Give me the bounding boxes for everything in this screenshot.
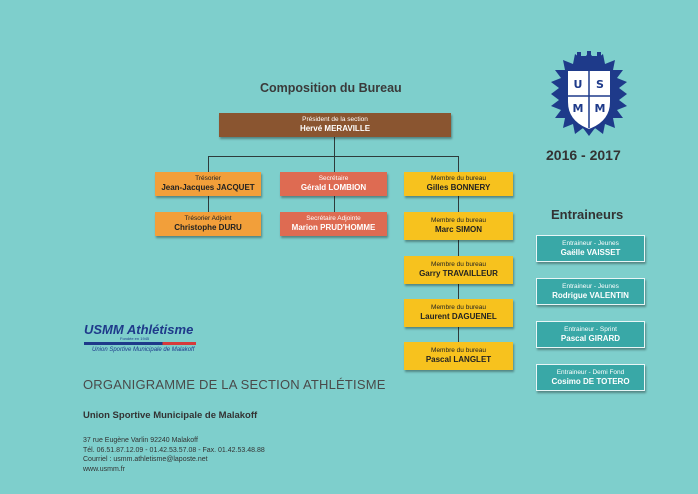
- coach-name: Pascal GIRARD: [560, 333, 621, 343]
- club-logo-subtitle: Union Sportive Municipale de Malakoff: [92, 347, 195, 353]
- address-line: 37 rue Eugène Varlin 92240 Malakoff: [83, 437, 198, 444]
- club-logo-stripe: [84, 342, 196, 345]
- coach-box: Entraineur - Sprint Pascal GIRARD: [536, 321, 645, 348]
- member-name: Laurent DAGUENEL: [420, 312, 497, 321]
- coach-box: Entraineur - Jeunes Gaëlle VAISSET: [536, 235, 645, 262]
- treasurer-box: Trésorier Jean-Jacques JACQUET: [155, 172, 261, 196]
- member-box: Membre du bureau Marc SIMON: [404, 212, 513, 240]
- member-name: Marc SIMON: [434, 225, 483, 234]
- member-box: Membre du bureau Gilles BONNERY: [404, 172, 513, 196]
- member-box: Membre du bureau Pascal LANGLET: [404, 342, 513, 370]
- member-box: Membre du bureau Laurent DAGUENEL: [404, 299, 513, 327]
- connector-treasurer-deputy: [208, 196, 209, 212]
- coach-role: Entraineur - Jeunes: [562, 239, 619, 247]
- treasurer-deputy-name: Christophe DURU: [174, 223, 242, 232]
- website-link[interactable]: www.usmm.fr: [83, 465, 125, 473]
- svg-text:M: M: [573, 102, 584, 115]
- connector-members: [458, 156, 459, 172]
- usmm-crest-logo: U S M M: [551, 51, 627, 136]
- member-name: Pascal LANGLET: [425, 355, 492, 364]
- member-role: Membre du bureau: [431, 261, 486, 268]
- phone-line: Tél. 06.51.87.12.09 - 01.42.53.57.08 - F…: [83, 446, 265, 454]
- treasurer-deputy-box: Trésorier Adjoint Christophe DURU: [155, 212, 261, 236]
- connector-horizontal-top: [208, 156, 459, 157]
- treasurer-role: Trésorier: [195, 175, 221, 182]
- coach-role: Entraineur - Jeunes: [562, 282, 619, 290]
- member-name: Gilles BONNERY: [426, 183, 491, 192]
- president-role: Président de la section: [302, 116, 368, 123]
- coach-role: Entraineur - Demi Fond: [556, 368, 625, 376]
- coach-name: Cosimo DE TOTERO: [551, 376, 630, 386]
- connector-secretary: [334, 156, 335, 172]
- season-label: 2016 - 2017: [546, 147, 621, 163]
- org-chart-title: ORGANIGRAMME DE LA SECTION ATHLÉTISME: [83, 377, 386, 392]
- svg-text:M: M: [595, 102, 606, 115]
- member-role: Membre du bureau: [431, 217, 486, 224]
- page-title: Composition du Bureau: [260, 81, 402, 95]
- svg-text:U: U: [574, 78, 583, 91]
- member-role: Membre du bureau: [431, 175, 486, 182]
- secretary-name: Gérald LOMBION: [300, 183, 367, 192]
- club-logo: USMM Athlétisme Fondée en 1945 Union Spo…: [84, 323, 204, 359]
- coach-box: Entraineur - Demi Fond Cosimo DE TOTERO: [536, 364, 645, 391]
- coach-name: Gaëlle VAISSET: [560, 247, 621, 257]
- coaches-heading: Entraineurs: [551, 207, 624, 222]
- member-name: Garry TRAVAILLEUR: [419, 269, 498, 278]
- coach-role: Entraineur - Sprint: [564, 325, 617, 333]
- club-name: Union Sportive Municipale de Malakoff: [83, 410, 258, 421]
- connector-secretary-deputy: [334, 196, 335, 212]
- member-role: Membre du bureau: [431, 347, 486, 354]
- secretary-deputy-box: Secrétaire Adjointe Marion PRUD'HOMME: [280, 212, 387, 236]
- president-name: Hervé MERAVILLE: [299, 124, 371, 133]
- member-box: Membre du bureau Garry TRAVAILLEUR: [404, 256, 513, 284]
- club-logo-founded: Fondée en 1945: [120, 336, 150, 341]
- treasurer-name: Jean-Jacques JACQUET: [161, 183, 255, 192]
- treasurer-deputy-role: Trésorier Adjoint: [184, 215, 232, 222]
- connector-president-down: [334, 136, 335, 157]
- president-box: Président de la section Hervé MERAVILLE: [219, 113, 451, 137]
- secretary-role: Secrétaire: [318, 175, 349, 182]
- coach-name: Rodrigue VALENTIN: [552, 290, 629, 300]
- contact-block: 37 rue Eugène Varlin 92240 Malakoff Tél.…: [83, 436, 265, 474]
- connector-treasurer: [208, 156, 209, 172]
- secretary-box: Secrétaire Gérald LOMBION: [280, 172, 387, 196]
- coach-box: Entraineur - Jeunes Rodrigue VALENTIN: [536, 278, 645, 305]
- svg-text:S: S: [596, 78, 604, 91]
- secretary-deputy-role: Secrétaire Adjointe: [306, 215, 361, 222]
- member-role: Membre du bureau: [431, 304, 486, 311]
- club-logo-brand: USMM Athlétisme: [84, 322, 194, 337]
- secretary-deputy-name: Marion PRUD'HOMME: [291, 223, 376, 232]
- email-line[interactable]: Courriel : usmm.athletisme@laposte.net: [83, 456, 208, 463]
